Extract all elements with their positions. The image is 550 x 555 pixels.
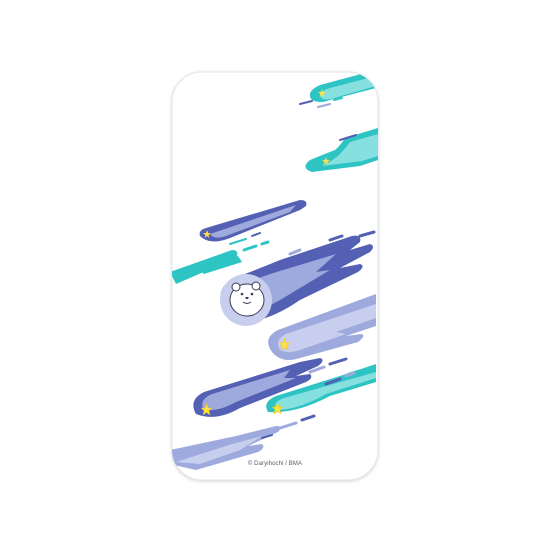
- shooting-star-icon: [305, 128, 378, 172]
- star-icon: [200, 402, 213, 416]
- shooting-star-icon: [193, 358, 323, 417]
- copyright-text: © Daryihochi / BMA: [247, 461, 303, 467]
- shooting-star-icon: [172, 414, 316, 470]
- shooting-star-icon: [172, 240, 270, 284]
- star-icon: [278, 337, 291, 351]
- shooting-star-icon: [299, 72, 376, 108]
- bear-icon: [229, 281, 298, 355]
- shooting-star-icon: [266, 364, 376, 415]
- shooting-star-icon: [268, 294, 376, 375]
- star-icon: [271, 401, 284, 415]
- shooting-star-icon: [199, 200, 307, 245]
- comet-pattern: [172, 72, 378, 470]
